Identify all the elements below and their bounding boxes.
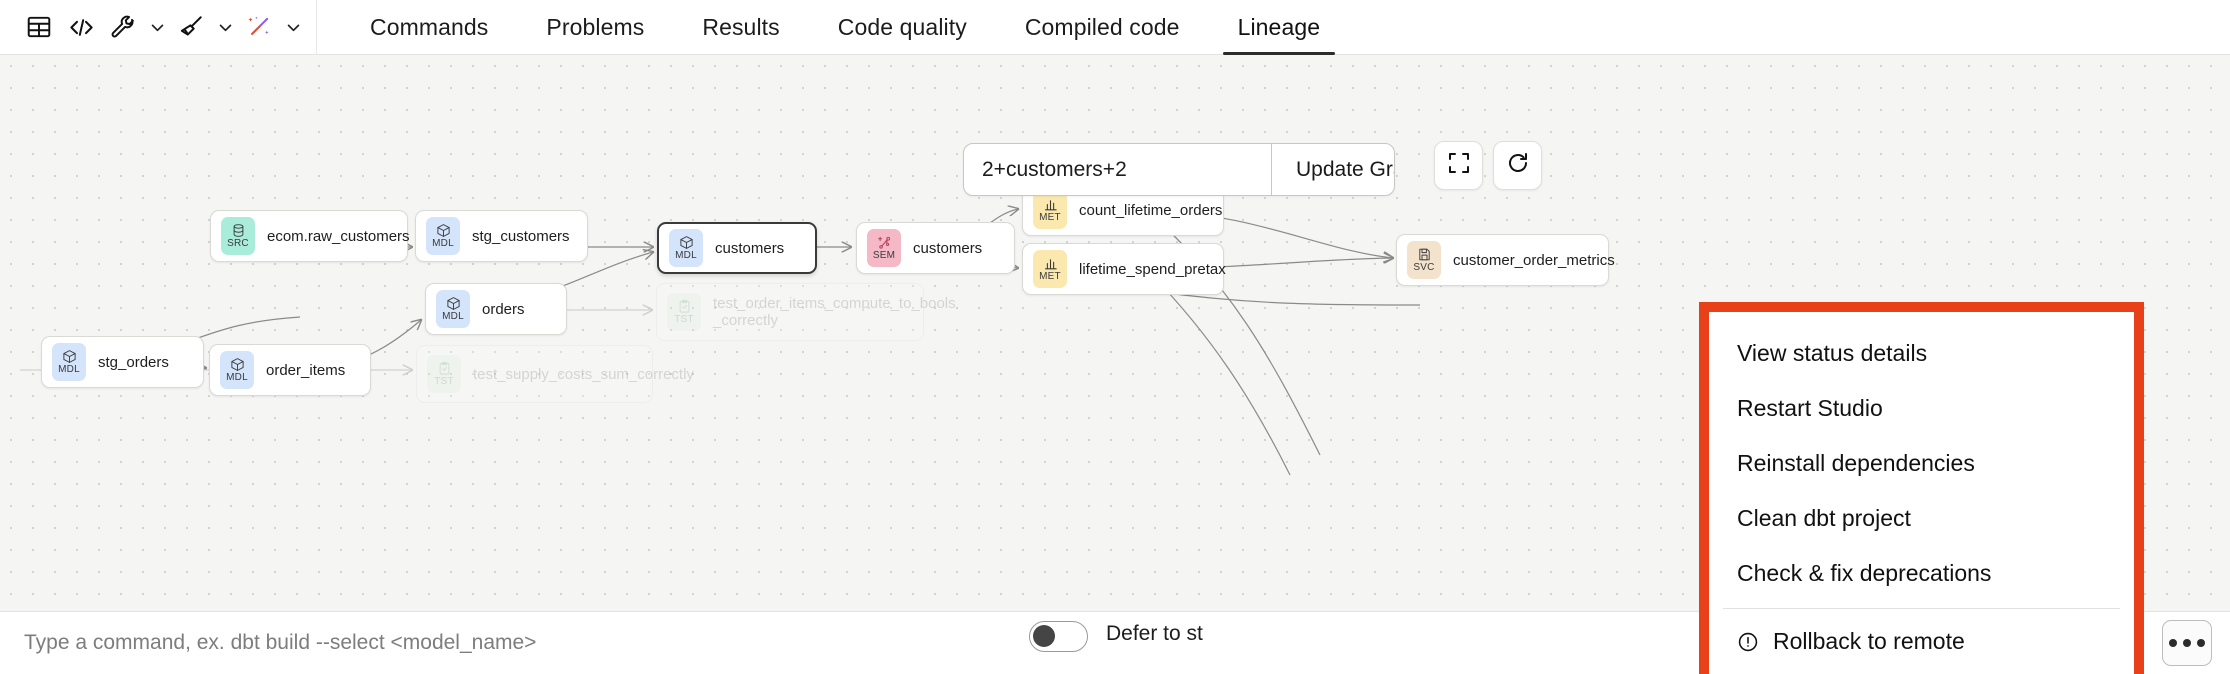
node-label: stg_orders (98, 353, 169, 371)
database-icon: SRC (221, 217, 255, 255)
tab-compiled-code[interactable]: Compiled code (1024, 13, 1180, 40)
node-label: count_lifetime_orders (1079, 201, 1223, 219)
menu-separator (1723, 608, 2120, 609)
ellipsis-dot (2183, 639, 2191, 647)
bar-chart-icon: MET (1033, 250, 1067, 288)
menu-item-label: Rollback to remote (1773, 628, 1965, 654)
tab-results[interactable]: Results (702, 13, 780, 40)
wrench-icon[interactable] (102, 6, 144, 48)
menu-item-check-fix-deprecations[interactable]: Check & fix deprecations (1709, 546, 2134, 601)
node-label: customer_order_metrics (1453, 251, 1615, 269)
magic-wand-chevron-down-icon[interactable] (280, 6, 306, 48)
ellipsis-dot (2169, 639, 2177, 647)
cube-icon: MDL (52, 343, 86, 381)
node-label: stg_customers (472, 227, 570, 245)
menu-item-rollback-to-remote[interactable]: Rollback to remote (1709, 614, 2134, 669)
cube-icon: MDL (426, 217, 460, 255)
defer-toggle-knob (1033, 625, 1055, 647)
menu-item-reinstall-dependencies[interactable]: Reinstall dependencies (1709, 436, 2134, 491)
menu-item-label: View status details (1737, 340, 1928, 366)
menu-item-label: Restart Studio (1737, 395, 1883, 421)
node-label: customers (715, 239, 785, 257)
bar-chart-icon: MET (1033, 191, 1067, 229)
toolbar-icon-group (0, 0, 317, 55)
node-type-label: SRC (227, 238, 249, 249)
node-type-label: MET (1039, 212, 1061, 223)
top-toolbar: Commands Problems Results Code quality Compi… (0, 0, 2230, 55)
fullscreen-icon (1447, 151, 1471, 180)
save-disk-icon: SVC (1407, 241, 1441, 279)
node-label: lifetime_spend_pretax (1079, 260, 1226, 278)
node-label: order_items (266, 361, 346, 379)
update-graph-button[interactable]: Update Graph (1271, 144, 1394, 195)
menu-item-clean-dbt-project[interactable]: Clean dbt project (1709, 491, 2134, 546)
node-type-label: TST (434, 376, 454, 387)
node-label: orders (482, 300, 525, 318)
table-view-icon[interactable] (18, 6, 60, 48)
defer-label: Defer to st (1106, 622, 1203, 645)
lineage-node[interactable]: MDL orders (425, 283, 567, 335)
node-type-label: TST (674, 314, 694, 325)
node-label: test_supply_costs_sum_correctly (473, 365, 694, 383)
defer-toggle[interactable] (1029, 621, 1088, 652)
fullscreen-button[interactable] (1434, 141, 1483, 190)
magic-wand-icon[interactable] (238, 6, 280, 48)
main-tab-bar: Commands Problems Results Code quality Compi… (317, 0, 1349, 55)
node-type-label: MDL (226, 372, 248, 383)
more-options-button[interactable] (2162, 620, 2212, 666)
code-view-icon[interactable] (60, 6, 102, 48)
node-type-label: MDL (58, 364, 80, 375)
lineage-node[interactable]: SRC ecom.raw_customers (210, 210, 410, 262)
wrench-chevron-down-icon[interactable] (144, 6, 170, 48)
clipboard-check-icon: TST (427, 355, 461, 393)
refresh-icon (1506, 151, 1530, 180)
node-type-label: MDL (442, 311, 464, 322)
node-label: test_order_items_compute_to_bools _corre… (713, 295, 956, 329)
menu-item-view-status-details[interactable]: View status details (1709, 326, 2134, 381)
semantic-node-icon: SEM (867, 229, 901, 267)
node-type-label: MDL (432, 238, 454, 249)
lineage-search-bar[interactable]: Update Graph (963, 143, 1395, 196)
refresh-button[interactable] (1493, 141, 1542, 190)
node-type-label: SEM (872, 250, 896, 261)
node-type-label: SVC (1413, 262, 1435, 273)
clipboard-check-icon: TST (667, 293, 701, 331)
broom-chevron-down-icon[interactable] (212, 6, 238, 48)
tab-code-quality[interactable]: Code quality (837, 13, 967, 40)
lineage-node[interactable]: MET lifetime_spend_pretax (1022, 243, 1226, 295)
lineage-node[interactable]: TST test_order_items_compute_to_bools _co… (656, 283, 956, 341)
tab-lineage[interactable]: Lineage (1209, 0, 1350, 55)
node-label: ecom.raw_customers (267, 227, 410, 245)
lineage-node[interactable]: MDL order_items (209, 344, 371, 396)
cube-icon: MDL (436, 290, 470, 328)
broom-icon[interactable] (170, 6, 212, 48)
lineage-node[interactable]: TST test_supply_costs_sum_correctly (416, 345, 694, 403)
lineage-node[interactable]: SEM customers (856, 222, 1015, 274)
tab-problems[interactable]: Problems (546, 13, 645, 40)
menu-item-label: Check & fix deprecations (1737, 560, 1992, 586)
lineage-node[interactable]: MDL customers (657, 222, 817, 274)
node-type-label: MDL (675, 250, 697, 261)
alert-circle-icon (1737, 631, 1759, 653)
lineage-node[interactable]: MDL stg_orders (41, 336, 204, 388)
lineage-search-input[interactable] (964, 144, 1271, 195)
tab-commands[interactable]: Commands (370, 13, 489, 40)
ellipsis-dot (2197, 639, 2205, 647)
menu-item-label: Clean dbt project (1737, 505, 1911, 531)
lineage-node[interactable]: SVC customer_order_metrics (1396, 234, 1615, 286)
lineage-node[interactable]: MDL stg_customers (415, 210, 588, 262)
cube-icon: MDL (220, 351, 254, 389)
menu-item-restart-studio[interactable]: Restart Studio (1709, 381, 2134, 436)
node-label: customers (913, 239, 983, 257)
node-type-label: MET (1039, 271, 1061, 282)
menu-item-label: Reinstall dependencies (1737, 450, 1975, 476)
cube-icon: MDL (669, 229, 703, 267)
